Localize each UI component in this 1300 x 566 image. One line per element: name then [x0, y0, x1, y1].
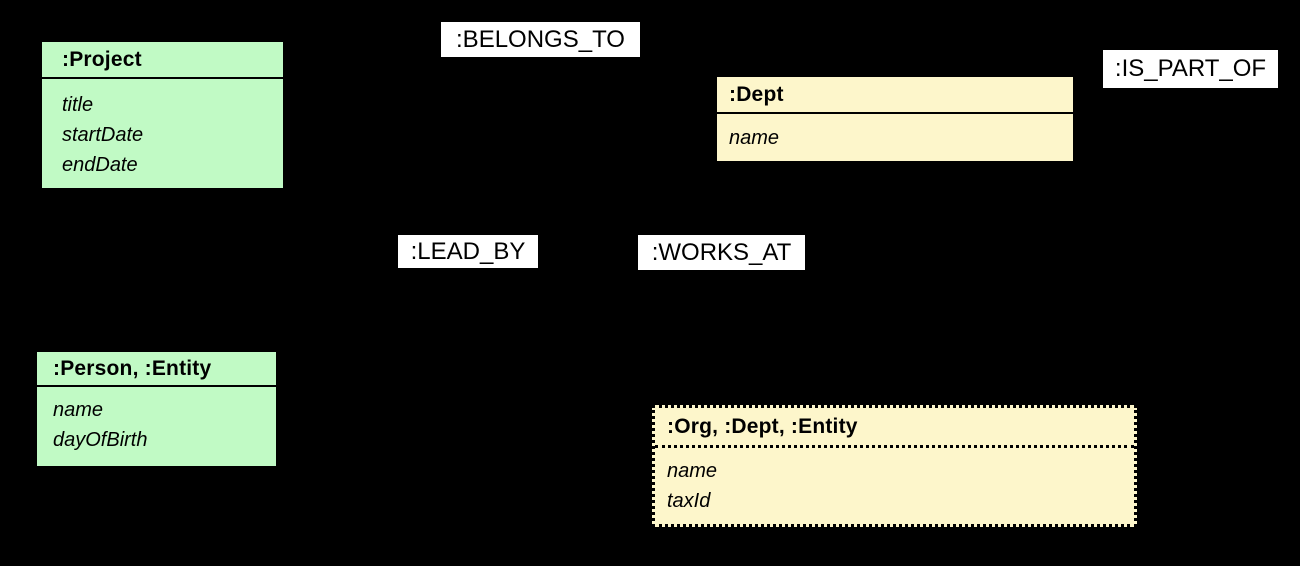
- entity-title-person: :Person, :Entity: [37, 352, 276, 387]
- entity-node-org: :Org, :Dept, :Entity name taxId: [652, 405, 1137, 527]
- entity-attributes-org: name taxId: [655, 448, 1134, 516]
- entity-attributes-dept: name: [717, 114, 1073, 153]
- entity-node-person: :Person, :Entity name dayOfBirth: [35, 350, 278, 468]
- attribute-label: taxId: [667, 490, 711, 512]
- relationship-label-belongs-to: :BELONGS_TO: [441, 22, 640, 57]
- attribute-label: dayOfBirth: [53, 429, 148, 451]
- entity-title-dept: :Dept: [717, 77, 1073, 114]
- entity-node-project: :Project title startDate endDate: [40, 40, 285, 190]
- attribute-label: title: [62, 94, 94, 116]
- attribute-label: name: [667, 460, 718, 482]
- attribute-label: name: [729, 127, 780, 149]
- entity-title-org: :Org, :Dept, :Entity: [655, 408, 1134, 448]
- entity-title-project: :Project: [42, 42, 283, 79]
- attribute-label: startDate: [62, 124, 144, 146]
- entity-node-dept: :Dept name: [715, 75, 1075, 163]
- entity-attributes-project: title startDate endDate: [42, 79, 283, 180]
- attribute-label: name: [53, 399, 104, 421]
- entity-attributes-person: name dayOfBirth: [37, 387, 276, 455]
- relationship-label-lead-by: :LEAD_BY: [398, 235, 538, 268]
- relationship-label-works-at: :WORKS_AT: [638, 235, 805, 270]
- relationship-label-is-part-of: :IS_PART_OF: [1103, 50, 1278, 88]
- attribute-label: endDate: [62, 154, 138, 176]
